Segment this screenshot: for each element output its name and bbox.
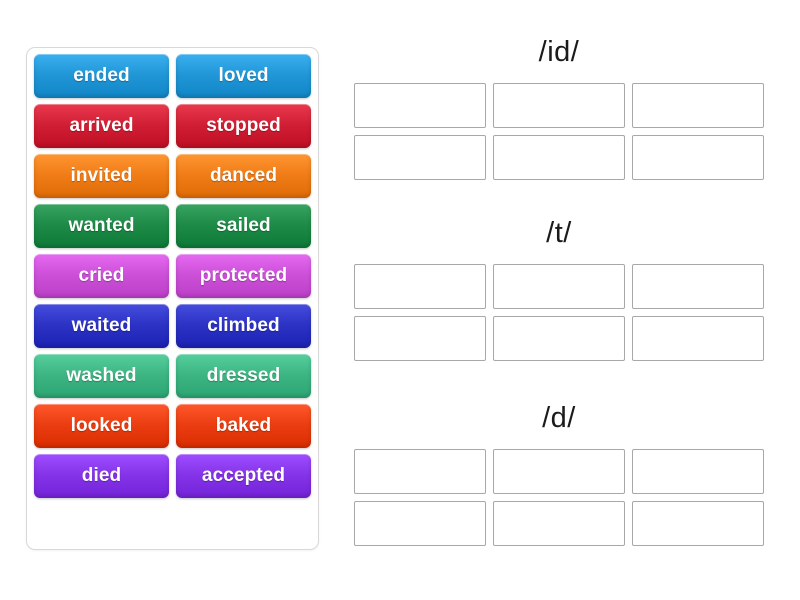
drop-slot[interactable] <box>354 264 486 309</box>
word-tile[interactable]: waited <box>34 304 169 348</box>
drop-slot[interactable] <box>493 83 625 128</box>
category-title: /t/ <box>546 217 572 249</box>
drop-slot[interactable] <box>632 264 764 309</box>
word-tile[interactable]: sailed <box>176 204 311 248</box>
word-tile[interactable]: washed <box>34 354 169 398</box>
category-title: /d/ <box>542 402 576 434</box>
drop-slot[interactable] <box>354 83 486 128</box>
word-tile[interactable]: protected <box>176 254 311 298</box>
slot-row <box>354 135 764 180</box>
tile-row: washed dressed <box>34 354 311 398</box>
tile-row: ended loved <box>34 54 311 98</box>
word-tile[interactable]: dressed <box>176 354 311 398</box>
drop-slot[interactable] <box>493 135 625 180</box>
category-id: /id/ <box>354 38 764 180</box>
tile-row: looked baked <box>34 404 311 448</box>
drop-slot[interactable] <box>632 449 764 494</box>
word-tile[interactable]: looked <box>34 404 169 448</box>
drop-slot[interactable] <box>632 316 764 361</box>
drop-slot[interactable] <box>354 316 486 361</box>
drop-slot[interactable] <box>354 135 486 180</box>
word-tile[interactable]: ended <box>34 54 169 98</box>
slot-row <box>354 449 764 494</box>
tile-row: arrived stopped <box>34 104 311 148</box>
word-tile[interactable]: climbed <box>176 304 311 348</box>
word-tile[interactable]: loved <box>176 54 311 98</box>
word-tile[interactable]: died <box>34 454 169 498</box>
tile-row: died accepted <box>34 454 311 498</box>
tile-row: cried protected <box>34 254 311 298</box>
slot-row <box>354 264 764 309</box>
category-t: /t/ <box>354 219 764 361</box>
word-tile[interactable]: danced <box>176 154 311 198</box>
word-tile[interactable]: baked <box>176 404 311 448</box>
drop-slot[interactable] <box>493 264 625 309</box>
word-tile[interactable]: wanted <box>34 204 169 248</box>
category-d: /d/ <box>354 404 764 546</box>
drop-slot[interactable] <box>493 316 625 361</box>
tile-row: waited climbed <box>34 304 311 348</box>
word-tile[interactable]: stopped <box>176 104 311 148</box>
slot-row <box>354 316 764 361</box>
word-tile[interactable]: accepted <box>176 454 311 498</box>
slot-row <box>354 83 764 128</box>
word-tile[interactable]: arrived <box>34 104 169 148</box>
drop-slot[interactable] <box>354 449 486 494</box>
slot-row <box>354 501 764 546</box>
word-tile[interactable]: cried <box>34 254 169 298</box>
drop-slot[interactable] <box>632 83 764 128</box>
word-bank-panel: ended loved arrived stopped invited danc… <box>26 47 319 550</box>
tile-row: invited danced <box>34 154 311 198</box>
drop-slot[interactable] <box>493 449 625 494</box>
drop-slot[interactable] <box>632 135 764 180</box>
drop-slot[interactable] <box>493 501 625 546</box>
drop-slot[interactable] <box>354 501 486 546</box>
drop-slot[interactable] <box>632 501 764 546</box>
tile-row: wanted sailed <box>34 204 311 248</box>
word-tile[interactable]: invited <box>34 154 169 198</box>
category-title: /id/ <box>538 36 580 68</box>
